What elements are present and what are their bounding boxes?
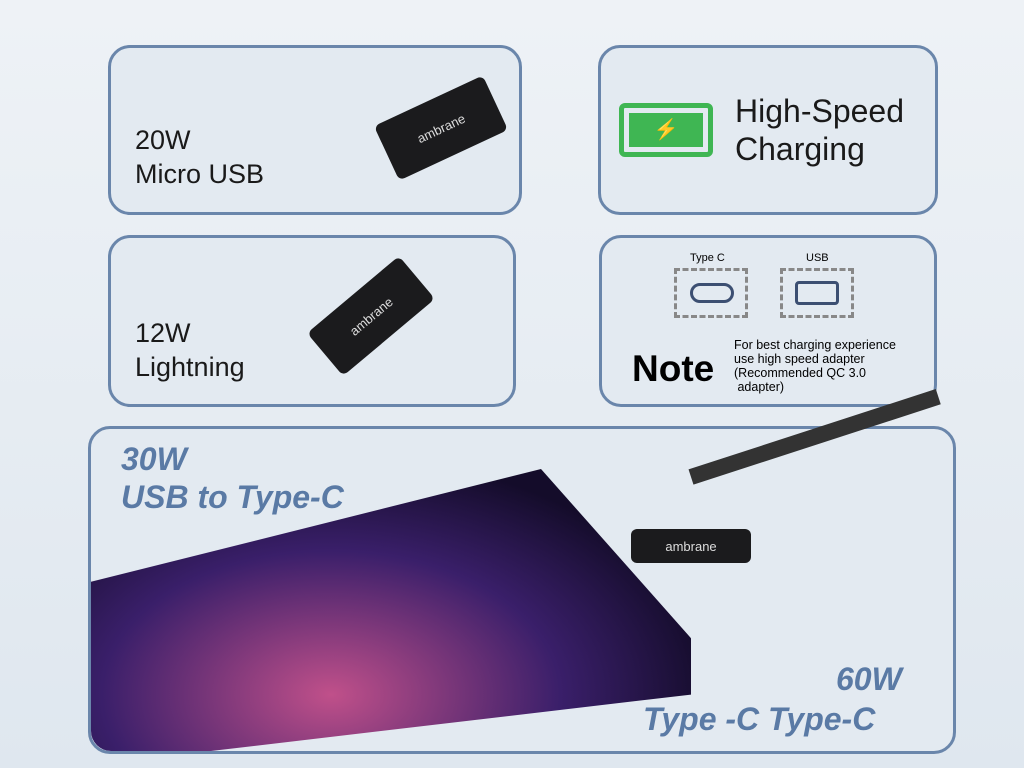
micro-power: 20W bbox=[135, 125, 191, 155]
note-line: use high speed adapter bbox=[734, 352, 865, 366]
brand-logo: ambrane bbox=[346, 293, 396, 339]
note-title: Note bbox=[632, 348, 715, 389]
typec-connector-image: ambrane bbox=[631, 529, 751, 563]
micro-usb-card: 20W Micro USB ambrane bbox=[108, 45, 522, 215]
micro-usb-adapter-image: ambrane bbox=[373, 75, 509, 181]
micro-name: Micro USB bbox=[135, 159, 265, 189]
brand-logo: ambrane bbox=[414, 110, 468, 146]
brand-logo: ambrane bbox=[665, 538, 717, 554]
lightning-card: 12W Lightning ambrane bbox=[108, 235, 516, 407]
usb-port-icon bbox=[780, 268, 854, 318]
high-speed-charging-card: ⚡ High-Speed Charging bbox=[598, 45, 938, 215]
hero-card: ambrane 30W USB to Type-C 60W Type -C Ty… bbox=[88, 389, 956, 754]
top-power: 30W bbox=[121, 441, 187, 477]
bottom-name: Type -C Type-C bbox=[643, 701, 876, 737]
battery-icon: ⚡ bbox=[619, 103, 713, 157]
lightning-name: Lightning bbox=[135, 352, 245, 382]
note-line: (Recommended QC 3.0 bbox=[734, 366, 867, 380]
top-name: USB to Type-C bbox=[121, 479, 344, 515]
bottom-power: 60W bbox=[836, 661, 902, 697]
typec-label: Type C bbox=[690, 252, 725, 264]
charging-line1: High-Speed bbox=[735, 93, 904, 129]
usb-label: USB bbox=[806, 252, 829, 264]
lightning-adapter-image: ambrane bbox=[307, 255, 435, 377]
note-card: Type C USB Note For best charging experi… bbox=[599, 235, 937, 407]
charging-line2: Charging bbox=[735, 131, 865, 167]
lightning-power: 12W bbox=[135, 318, 191, 348]
typec-port-icon bbox=[674, 268, 748, 318]
note-line: adapter) bbox=[734, 380, 785, 394]
note-line: For best charging experience bbox=[734, 338, 896, 352]
